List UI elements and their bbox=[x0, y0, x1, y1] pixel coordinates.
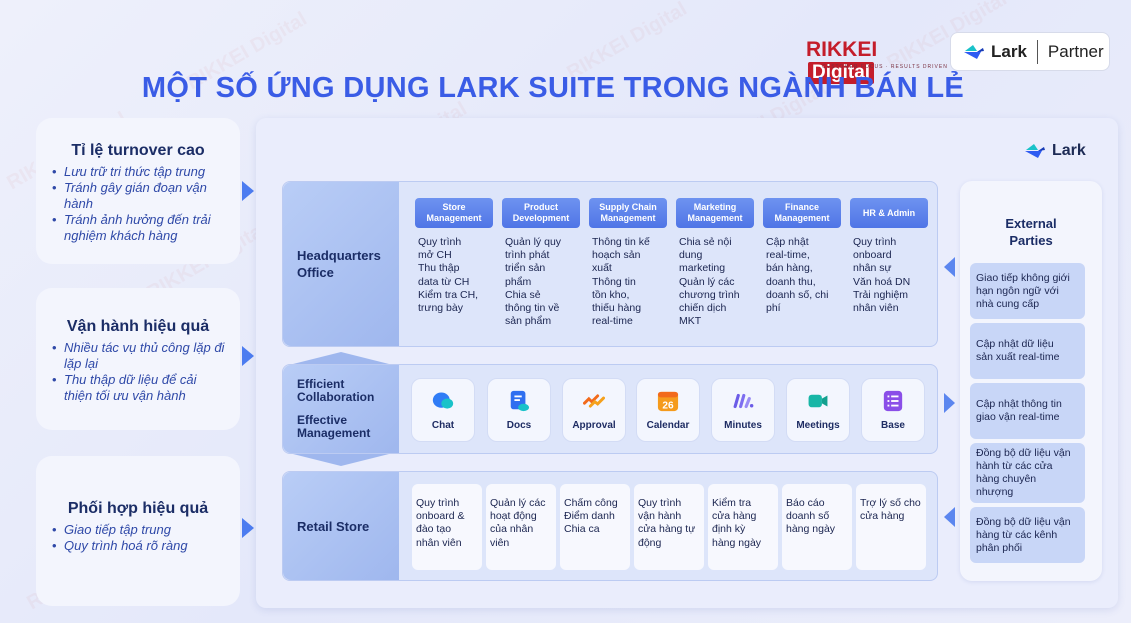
dept-description: Quy trình onboard nhân sự Văn hoá DN Trả… bbox=[853, 236, 911, 315]
list-item: Giao tiếp tập trung bbox=[50, 522, 226, 538]
calendar-day: 26 bbox=[662, 400, 674, 411]
approval-icon bbox=[583, 394, 605, 408]
dept-marketing: Marketing Management Chia sẻ nội dung ma… bbox=[676, 198, 754, 328]
efficient-collaboration-label: Efficient Collaboration bbox=[297, 377, 375, 404]
arrow-up-icon bbox=[293, 352, 389, 364]
app-chat[interactable]: Chat bbox=[411, 378, 475, 442]
retail-item: Báo cáo doanh số hàng ngày bbox=[782, 484, 852, 570]
lark-brand: Lark bbox=[1024, 142, 1086, 160]
dept-header: Product Development bbox=[502, 198, 580, 228]
app-name: Meetings bbox=[796, 420, 840, 431]
lark-logo-icon bbox=[1025, 144, 1045, 158]
dept-description: Chia sẻ nội dung marketing Quản lý các c… bbox=[679, 236, 740, 328]
dept-header: Store Management bbox=[415, 198, 493, 228]
arrow-right-icon bbox=[944, 393, 955, 413]
challenge-card-turnover: Tỉ lệ turnover cao Lưu trữ tri thức tập … bbox=[36, 118, 240, 264]
arrow-left-icon bbox=[944, 507, 955, 527]
minutes-icon bbox=[733, 393, 754, 409]
external-item: Giao tiếp không giới hạn ngôn ngữ với nh… bbox=[970, 263, 1085, 319]
dept-finance: Finance Management Cập nhật real-time, b… bbox=[763, 198, 841, 315]
app-name: Docs bbox=[506, 420, 532, 431]
rikkei-logo-text: RIKKEI bbox=[806, 38, 878, 61]
retail-item: Quản lý các hoạt động của nhân viên bbox=[486, 484, 556, 570]
card-title: Vận hành hiệu quả bbox=[66, 318, 210, 335]
dept-description: Quy trình mở CH Thu thập data từ CH Kiểm… bbox=[418, 236, 479, 315]
list-item: Tránh gây gián đoạn vận hành bbox=[50, 180, 226, 212]
collaboration-section: Efficient Collaboration Effective Manage… bbox=[282, 364, 938, 454]
effective-management-label: Effective Management bbox=[297, 413, 371, 440]
retail-store-label: Retail Store bbox=[283, 472, 399, 580]
card-title: Phối hợp hiệu quả bbox=[67, 500, 209, 517]
arrow-right-icon bbox=[242, 181, 254, 201]
page-title: MỘT SỐ ỨNG DỤNG LARK SUITE TRONG NGÀNH B… bbox=[141, 72, 965, 104]
dept-description: Thông tin kế hoạch sản xuất Thông tin tồ… bbox=[592, 236, 650, 328]
headquarters-label: Headquarters Office bbox=[283, 182, 399, 346]
dept-header: HR & Admin bbox=[850, 198, 928, 228]
list-item: Tránh ảnh hưởng đến trải nghiệm khách hà… bbox=[50, 212, 226, 244]
lark-logo-icon bbox=[964, 44, 984, 59]
list-item: Quy trình hoá rõ ràng bbox=[50, 538, 226, 554]
list-item: Nhiều tác vụ thủ công lặp đi lặp lại bbox=[50, 340, 226, 372]
partner-label: Partner bbox=[1047, 41, 1104, 61]
retail-item: Chấm công Điểm danh Chia ca bbox=[560, 484, 630, 570]
app-name: Approval bbox=[572, 420, 616, 431]
app-name: Calendar bbox=[646, 420, 690, 431]
chat-icon bbox=[432, 392, 454, 409]
docs-icon bbox=[510, 390, 530, 412]
dept-supply-chain: Supply Chain Management Thông tin kế hoạ… bbox=[589, 198, 667, 328]
calendar-icon: 26 bbox=[657, 391, 679, 411]
app-minutes[interactable]: Minutes bbox=[711, 378, 775, 442]
app-name: Base bbox=[881, 420, 905, 431]
rikkei-digital-logo: RIKKEIDigital CUSTOMER FOCUS · RESULTS D… bbox=[806, 38, 947, 84]
external-parties-title: External Parties bbox=[1005, 216, 1057, 248]
external-item: Cập nhật dữ liệu sản xuất real-time bbox=[970, 323, 1085, 379]
app-meetings[interactable]: Meetings bbox=[786, 378, 850, 442]
list-item: Lưu trữ tri thức tập trung bbox=[50, 164, 226, 180]
arrow-down-icon bbox=[293, 454, 389, 466]
lark-partner-badge: Lark Partner bbox=[950, 32, 1110, 71]
arrow-right-icon bbox=[242, 518, 254, 538]
dept-hr-admin: HR & Admin Quy trình onboard nhân sự Văn… bbox=[850, 198, 928, 315]
card-title: Tỉ lệ turnover cao bbox=[71, 142, 205, 159]
app-calendar[interactable]: 26 Calendar bbox=[636, 378, 700, 442]
list-item: Thu thập dữ liệu để cải thiện tối ưu vận… bbox=[50, 372, 226, 404]
app-approval[interactable]: Approval bbox=[562, 378, 626, 442]
external-item: Đồng bộ dữ liệu vận hành từ các cửa hàng… bbox=[970, 443, 1085, 503]
lark-brand-name: Lark bbox=[1052, 142, 1086, 159]
app-base[interactable]: Base bbox=[861, 378, 925, 442]
retail-store-section: Retail Store Quy trình onboard & đào tạo… bbox=[282, 471, 938, 581]
rikkei-tagline: CUSTOMER FOCUS · RESULTS DRIVEN bbox=[822, 64, 948, 70]
dept-header: Marketing Management bbox=[676, 198, 754, 228]
challenge-card-collaboration: Phối hợp hiệu quả Giao tiếp tập trung Qu… bbox=[36, 456, 240, 606]
app-docs[interactable]: Docs bbox=[487, 378, 551, 442]
dept-description: Cập nhật real-time, bán hàng, doanh thu,… bbox=[766, 236, 829, 315]
retail-item: Quy trình onboard & đào tạo nhân viên bbox=[412, 484, 482, 570]
dept-product-development: Product Development Quản lý quy trình ph… bbox=[502, 198, 580, 328]
arrow-left-icon bbox=[944, 257, 955, 277]
challenge-card-operations: Vận hành hiệu quả Nhiều tác vụ thủ công … bbox=[36, 288, 240, 430]
dept-description: Quản lý quy trình phát triển sản phẩm Ch… bbox=[505, 236, 562, 328]
external-item: Đồng bộ dữ liệu vận hàng từ các kênh phâ… bbox=[970, 507, 1085, 563]
divider bbox=[1036, 39, 1038, 64]
retail-item: Kiểm tra cửa hàng định kỳ hàng ngày bbox=[708, 484, 778, 570]
base-icon bbox=[883, 390, 903, 412]
app-name: Chat bbox=[431, 420, 455, 431]
lark-brand-name: Lark bbox=[991, 41, 1027, 61]
headquarters-section: Headquarters Office Store Management Quy… bbox=[282, 181, 938, 347]
dept-header: Supply Chain Management bbox=[589, 198, 667, 228]
retail-item: Quy trình vận hành cửa hàng tự động bbox=[634, 484, 704, 570]
digital-logo-text: Digital bbox=[808, 62, 875, 84]
collaboration-label: Efficient Collaboration Effective Manage… bbox=[283, 365, 399, 453]
external-item: Cập nhật thông tin giao vận real-time bbox=[970, 383, 1085, 439]
arrow-right-icon bbox=[242, 346, 254, 366]
dept-header: Finance Management bbox=[763, 198, 841, 228]
retail-item: Trợ lý số cho cửa hàng bbox=[856, 484, 926, 570]
meetings-icon bbox=[808, 394, 828, 408]
app-name: Minutes bbox=[724, 420, 762, 431]
external-parties-section: External Parties Giao tiếp không giới hạ… bbox=[960, 181, 1102, 581]
dept-store-management: Store Management Quy trình mở CH Thu thậ… bbox=[415, 198, 493, 315]
